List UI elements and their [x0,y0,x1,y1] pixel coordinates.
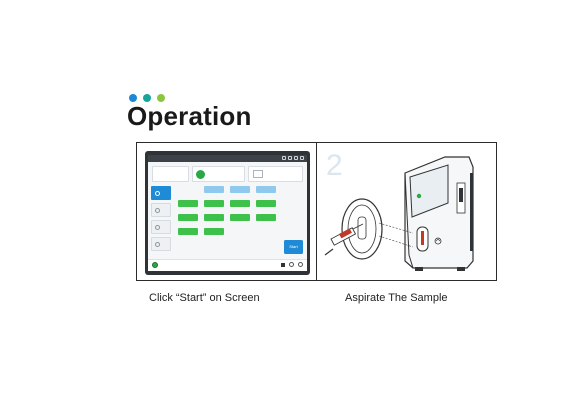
sample-well [256,228,276,235]
status-card-1[interactable] [152,166,190,182]
sample-well[interactable] [256,200,276,207]
green-dot [157,94,165,102]
page-title: Operation [127,101,252,131]
step-2-caption: Aspirate The Sample [345,292,448,304]
screen-bottombar [148,259,307,271]
bottom-nav [281,262,303,267]
sample-well [178,186,198,193]
check-icon [196,170,206,179]
settings-icon[interactable] [289,262,294,267]
sample-well[interactable] [178,214,198,221]
sample-well[interactable] [256,214,276,221]
step-2-panel: 2 [316,142,497,281]
sample-well[interactable] [230,200,250,207]
syringe-icon [324,223,364,256]
sample-well [230,228,250,235]
tablet-screen: Start [148,155,307,271]
brand-dots [129,94,165,102]
step-1-caption: Click “Start” on Screen [149,292,260,304]
start-button[interactable]: Start [284,240,303,254]
sample-well[interactable] [178,200,198,207]
blue-dot [129,94,137,102]
screen-topbar [148,155,307,162]
sample-well-grid [178,186,278,235]
status-indicator-icon [152,262,158,268]
chart-icon [253,170,264,178]
sample-well[interactable] [204,228,224,235]
teal-dot [143,94,151,102]
status-card-3[interactable] [248,166,303,182]
user-icon[interactable] [294,156,298,160]
warning-icon[interactable] [288,156,292,160]
step-1-panel: 1 [136,142,317,281]
sample-well[interactable] [256,186,276,193]
tube-icon [155,208,160,213]
sample-well[interactable] [204,214,224,221]
screen-sidebar [151,186,171,256]
status-cards [152,166,303,182]
quality-icon [155,242,160,247]
sample-well[interactable] [178,228,198,235]
sample-well[interactable] [230,214,250,221]
step-2-number: 2 [326,149,343,182]
topbar-icons [282,156,304,160]
magnifier-detail [341,198,414,260]
sidebar-item-2[interactable] [151,203,171,217]
status-card-2[interactable] [192,166,246,182]
control-icon [155,225,160,230]
analyzer-icon [404,156,474,271]
sample-well[interactable] [204,200,224,207]
sample-well[interactable] [204,186,224,193]
home-icon[interactable] [281,263,285,267]
sample-icon [155,191,160,196]
help-icon[interactable] [300,156,304,160]
analyzer-illustration [324,156,474,271]
power-icon[interactable] [298,262,303,267]
sample-well[interactable] [230,186,250,193]
sidebar-item-3[interactable] [151,220,171,234]
print-icon[interactable] [282,156,286,160]
sidebar-item-1[interactable] [151,186,171,200]
tablet-device: Start [145,151,310,275]
sidebar-item-4[interactable] [151,237,171,251]
